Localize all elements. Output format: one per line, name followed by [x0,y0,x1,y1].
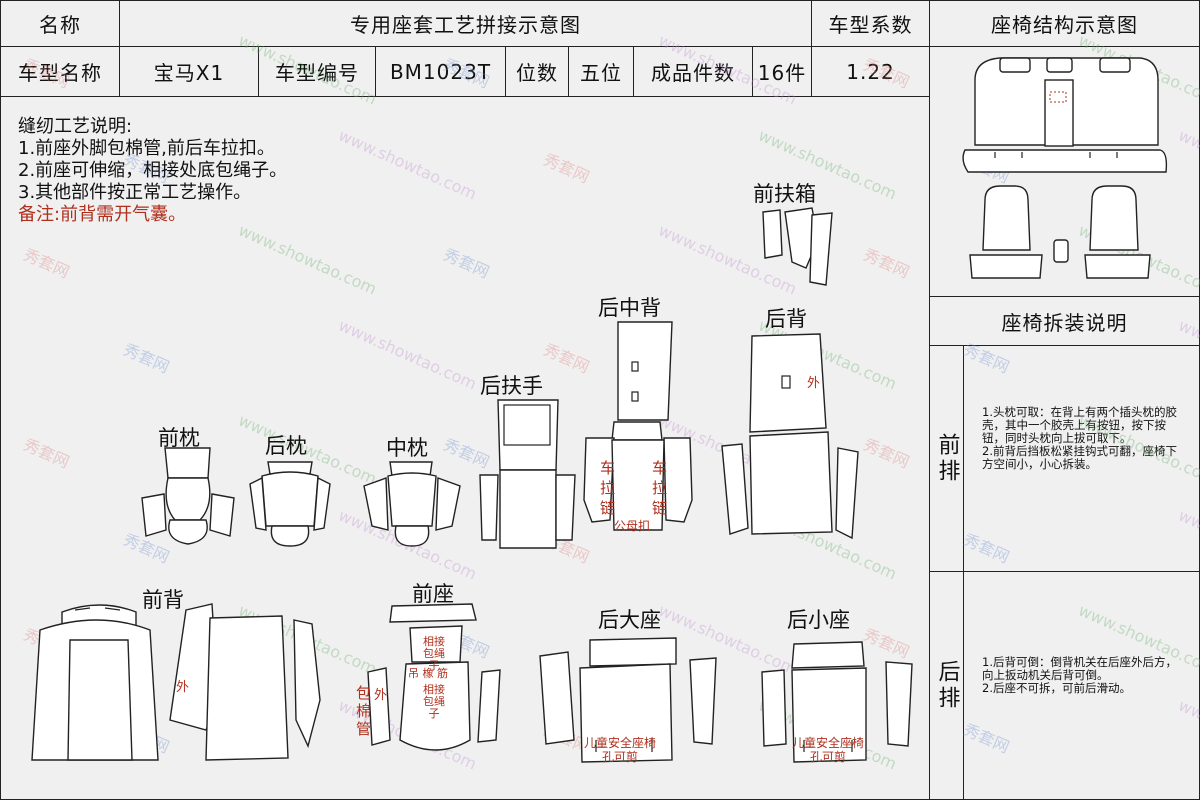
notes-title: 缝纫工艺说明: [18,116,133,137]
model-name-label: 车型名称 [18,61,102,85]
front-row-label: 前排 [934,432,960,485]
label-center-headrest: 中枕 [386,436,428,460]
label-rear-center-back: 后中背 [598,296,661,320]
label-rear-armrest: 后扶手 [480,374,543,398]
seats-value: 五位 [580,61,622,85]
note-item-2: 2.前座可伸缩，相接处底包绳子。 [18,160,288,181]
annotation-outer-front-back: 外 [176,680,190,695]
label-rear-headrest: 后枕 [265,434,307,458]
disassembly-title-cell: 座椅拆装说明 [929,296,1200,346]
annotation-joint-rope-1: 相接包绳子 [423,635,445,672]
coef-value: 1.22 [846,59,895,84]
label-front-headrest: 前枕 [158,426,200,450]
front-row-text-cell [963,345,1200,572]
seats-label-cell: 位数 [505,46,569,97]
rear-row-label-cell: 后排 [929,571,964,800]
annotation-child-seat-hole-2: 儿童安全座椅孔可剪 [792,736,865,764]
seats-label: 位数 [516,61,558,85]
annotation-zipper-right: 车拉链 [652,459,668,517]
label-front-seat: 前座 [412,582,454,606]
model-code-cell: BM1023T [375,46,506,97]
pieces-label: 成品件数 [651,61,735,85]
front-back-pieces [31,603,321,761]
model-name-label-cell: 车型名称 [0,46,120,97]
annotation-male-female-buckle: 公母扣 [614,519,651,533]
front-row-label-cell: 前排 [929,345,964,572]
name-label: 名称 [39,13,81,37]
label-rear-back: 后背 [765,307,807,331]
name-label-cell: 名称 [0,0,120,47]
rear-big-seat-pieces [539,637,717,763]
label-rear-big-seat: 后大座 [598,608,661,632]
struct-title: 座椅结构示意图 [991,13,1138,37]
seat-structure-diagram [962,57,1168,279]
rear-headrest-pieces [249,461,331,547]
annotation-child-seat-hole-1: 儿童安全座椅孔可剪 [584,736,657,764]
disassembly-title: 座椅拆装说明 [1001,310,1128,335]
sewing-notes: 缝纫工艺说明: 1.前座外脚包棉管,前后车拉扣。 2.前座可伸缩，相接处底包绳子… [18,116,287,226]
annotation-zipper-left: 车拉链 [600,459,616,517]
front-row-instructions: 1.头枕可取：在背上有两个插头枕的胶壳，其中一个胶壳上有按钮，按下按钮，同时头枕… [982,405,1177,471]
front-headrest-pieces [141,447,235,545]
seats-cell: 五位 [568,46,634,97]
notes-remark: 备注:前背需开气囊。 [18,204,187,225]
annotation-outer-rear-back: 外 [807,376,821,391]
center-headrest-pieces [363,461,461,547]
annotation-joint-rope-2: 相接包绳子 [423,683,445,720]
note-item-3: 3.其他部件按正常工艺操作。 [18,182,252,203]
model-name-cell: 宝马X1 [119,46,259,97]
label-rear-small-seat: 后小座 [787,608,850,632]
model-code: BM1023T [389,59,492,84]
pieces-value: 16件 [757,61,807,85]
annotation-cotton-tube: 包棉管 [356,684,372,738]
coef-label-cell: 车型系数 [811,0,930,47]
rear-small-seat-pieces [761,641,913,763]
rear-row-instructions: 1.后背可倒：倒背机关在后座外后方，向上扳动机关后背可倒。 2.后座不可拆，可前… [982,655,1177,695]
rear-center-back-pieces [583,321,693,531]
model-name: 宝马X1 [153,61,225,85]
front-armbox-pieces [762,207,833,286]
rear-armrest-pieces [479,399,576,549]
coef-label: 车型系数 [828,13,913,37]
annotation-elastic: 吊 橡 筋 [408,667,448,680]
rear-row-label: 后排 [934,659,960,712]
label-front-armbox: 前扶箱 [753,182,816,206]
annotation-outer-front-seat: 外 [374,688,388,703]
label-front-back: 前背 [142,588,184,612]
struct-title-cell: 座椅结构示意图 [929,0,1200,47]
model-code-label-cell: 车型编号 [258,46,376,97]
page-title: 专用座套工艺拼接示意图 [350,13,581,37]
model-code-label: 车型编号 [275,61,359,85]
note-item-1: 1.前座外脚包棉管,前后车拉扣。 [18,138,275,159]
front-seat-pieces [367,603,501,751]
rear-back-pieces [721,333,859,540]
